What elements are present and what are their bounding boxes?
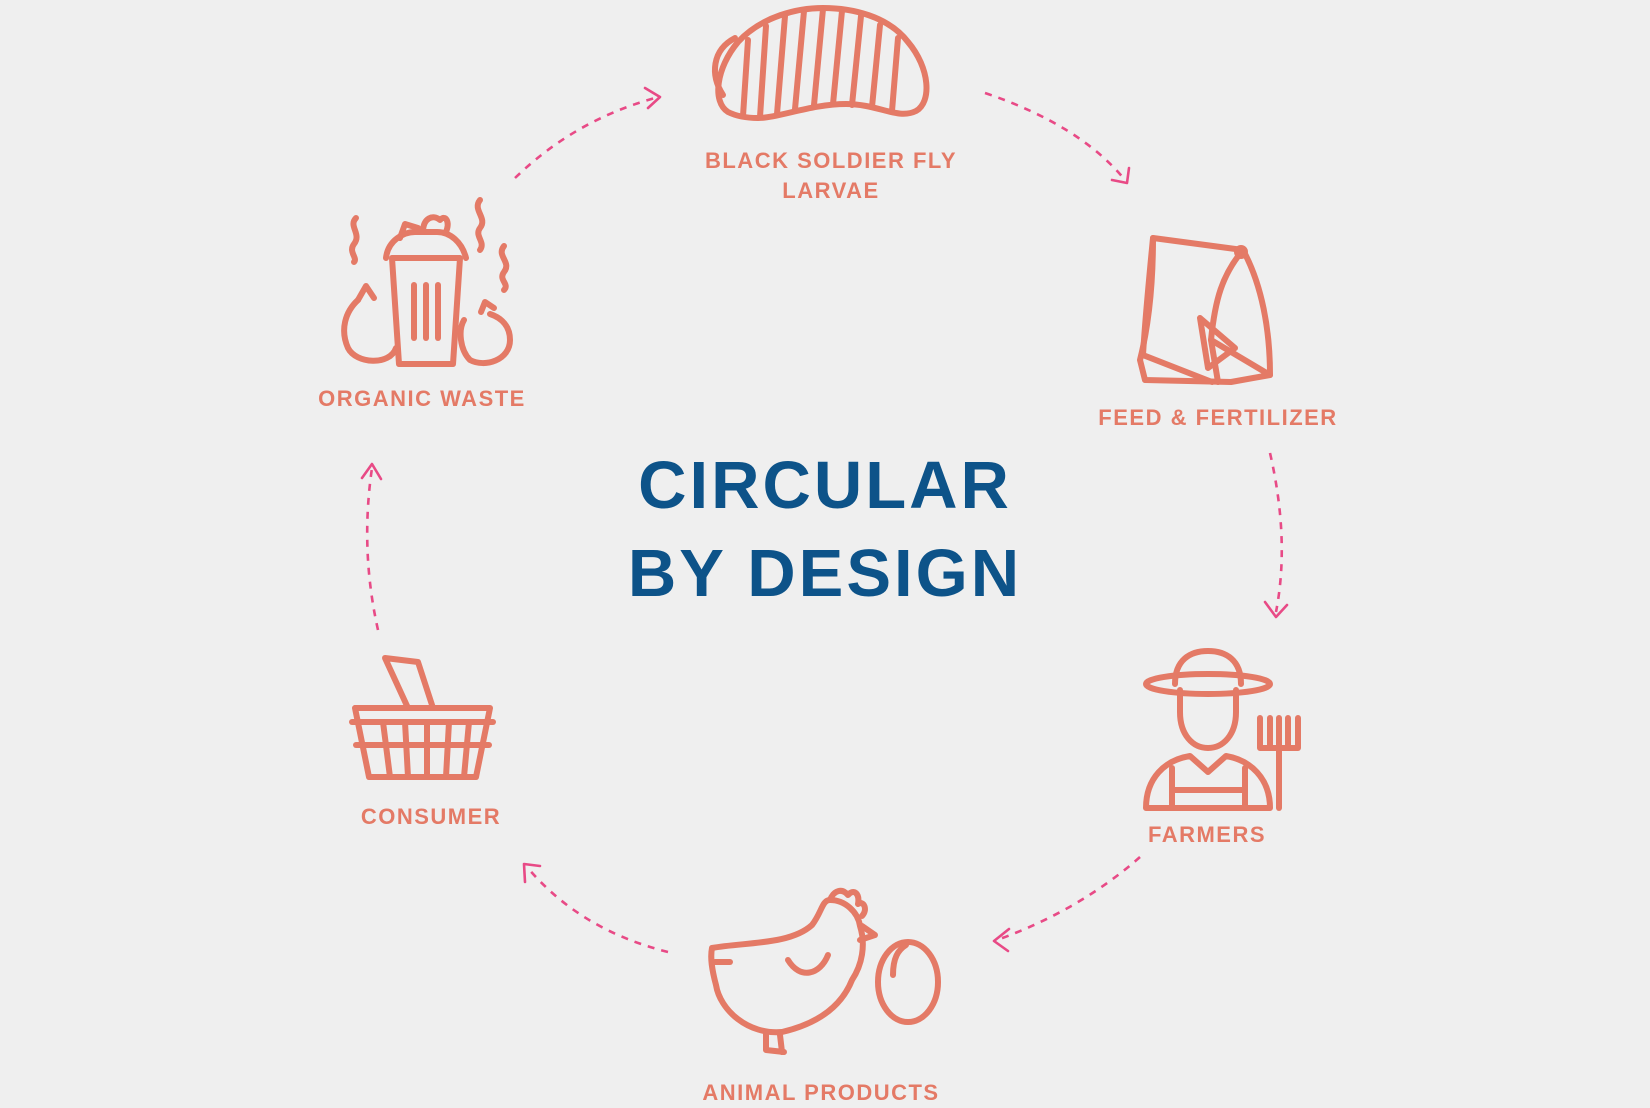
- node-label-larvae-line1: BLACK SOLDIER FLY: [704, 148, 958, 173]
- node-label-animal-products: ANIMAL PRODUCTS: [702, 1080, 940, 1105]
- basket-icon: [349, 655, 496, 780]
- larva-icon: [712, 5, 930, 121]
- diagram-title-line1: CIRCULAR: [638, 448, 1012, 523]
- arrow-larvae-to-feed: [984, 91, 1131, 185]
- node-label-farmers: FARMERS: [1147, 822, 1267, 847]
- diagram-title-line2: BY DESIGN: [627, 536, 1023, 611]
- node-label-organic-waste: ORGANIC WASTE: [318, 386, 526, 411]
- node-label-larvae: BLACK SOLDIER FLY LARVAE: [705, 146, 957, 206]
- chicken-egg-icon: [708, 887, 941, 1055]
- feed-bag-icon: [1137, 235, 1273, 385]
- node-label-larvae-line2: LARVAE: [782, 178, 880, 203]
- arrow-animal-to-consumer: [522, 862, 669, 954]
- node-label-consumer: CONSUMER: [360, 804, 502, 829]
- node-label-feed: FEED & FERTILIZER: [1098, 405, 1338, 430]
- arrow-waste-to-larvae: [514, 86, 662, 179]
- arrow-farmers-to-animal: [992, 856, 1141, 953]
- farmer-icon: [1143, 648, 1301, 811]
- arrow-feed-to-farmers: [1263, 452, 1289, 619]
- trash-bin-icon: [341, 197, 513, 367]
- arrow-consumer-to-waste: [360, 462, 383, 631]
